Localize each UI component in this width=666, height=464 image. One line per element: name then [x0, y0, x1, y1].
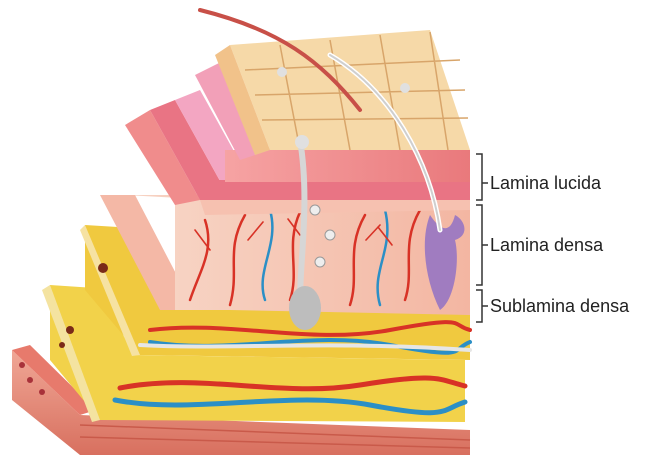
- label-sublamina-densa: Sublamina densa: [490, 297, 629, 315]
- label-lamina-lucida: Lamina lucida: [490, 174, 601, 192]
- layer-brackets: [476, 154, 488, 322]
- bracket-lamina-lucida: [476, 154, 482, 200]
- bracket-lamina-densa: [476, 205, 482, 285]
- bracket-sublamina-densa: [476, 290, 482, 322]
- label-lamina-densa: Lamina densa: [490, 236, 603, 254]
